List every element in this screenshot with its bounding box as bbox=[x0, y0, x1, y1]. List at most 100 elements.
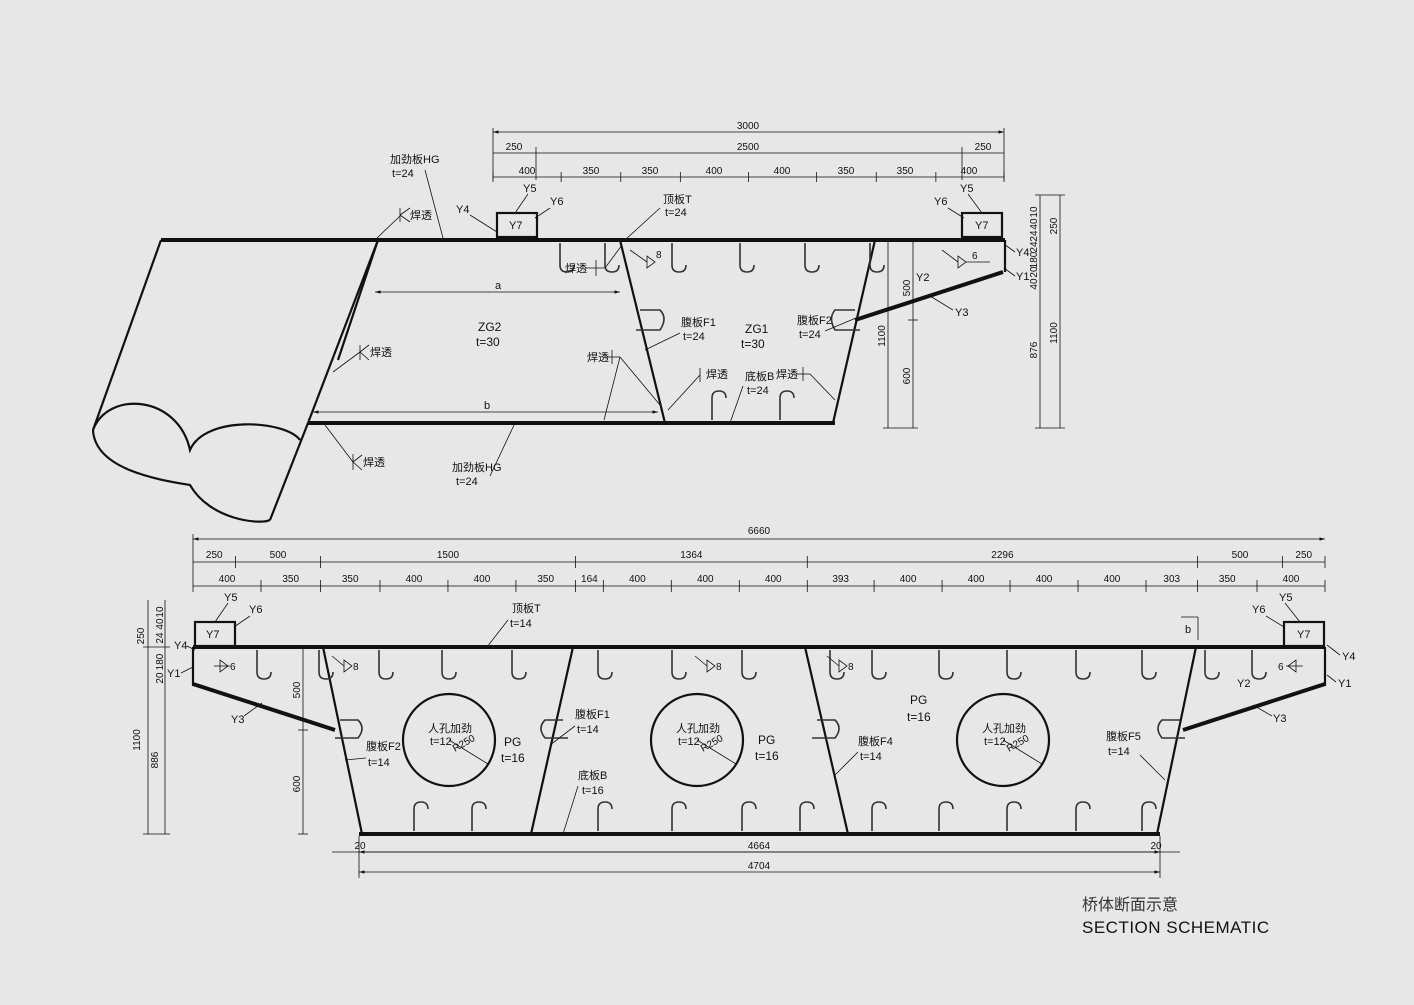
vdim-1100: 1100 bbox=[877, 325, 888, 347]
b-label-manhole-1: 人孔加劲 bbox=[428, 722, 472, 735]
b-label-pg-1: PG bbox=[504, 735, 521, 749]
rail-box-y7-left bbox=[495, 211, 539, 239]
b-dim-row2-4: 2296 bbox=[991, 550, 1014, 561]
b-dim-row3-7: 400 bbox=[629, 574, 646, 585]
deck-u-stiffener bbox=[1075, 650, 1091, 680]
vdim-40: 40 bbox=[1029, 218, 1040, 230]
b-dim-row3-2: 350 bbox=[342, 574, 359, 585]
b-label-manhole-3-t: t=12 bbox=[984, 736, 1006, 748]
b-label-web5: 腹板F5 bbox=[1106, 729, 1141, 743]
deck-u-stiffener bbox=[441, 650, 457, 680]
b-label-web2-t: t=14 bbox=[368, 757, 390, 769]
b-vdim-20: 20 bbox=[155, 672, 166, 684]
vdim-1100-r: 1100 bbox=[1049, 322, 1060, 344]
top-deck-stiffener bbox=[869, 243, 885, 273]
vdim-876: 876 bbox=[1029, 341, 1040, 358]
label-zg2: ZG2 bbox=[478, 320, 502, 334]
b-label-web1-t: t=14 bbox=[577, 724, 599, 736]
b-label-web5-t: t=14 bbox=[1108, 746, 1130, 758]
bottom-u-stiffener bbox=[938, 801, 954, 831]
web-stiffener bbox=[1157, 719, 1185, 739]
b-dim-row2-0: 250 bbox=[206, 550, 223, 561]
web-stiffener bbox=[335, 719, 363, 739]
bottom-vertical-dims: 250 10 40 24 180 20 1100 886 500 600 bbox=[132, 600, 308, 835]
label-hg-top-t: t=24 bbox=[392, 168, 414, 180]
deck-u-stiffener bbox=[378, 650, 394, 680]
label-web2: 腹板F2 bbox=[797, 313, 832, 327]
label-top-plate: 顶板T bbox=[663, 192, 692, 206]
b-label-y1-left: Y1 bbox=[167, 668, 180, 680]
b-label-y1-right: Y1 bbox=[1338, 678, 1351, 690]
b-vdim-40: 40 bbox=[155, 618, 166, 630]
b-label-b-mark: b bbox=[1185, 624, 1191, 636]
top-dimensions: 3000 250 2500 250 400 350 350 400 400 35… bbox=[492, 121, 1005, 182]
b-fillet-weld-3: 8 bbox=[694, 655, 722, 673]
weld-label-1: 焊透 bbox=[410, 208, 432, 222]
b-label-web1: 腹板F1 bbox=[575, 707, 610, 721]
b-label-y6-right: Y6 bbox=[1252, 604, 1265, 616]
label-y6-left: Y6 bbox=[550, 196, 563, 208]
weld-symbol-2: 焊透 bbox=[332, 344, 392, 373]
b-label-manhole-2-t: t=12 bbox=[678, 736, 700, 748]
dim-row3-2: 350 bbox=[642, 166, 659, 177]
b-label-bottom: 底板B bbox=[578, 768, 607, 782]
weld-symbol-7: 焊透 bbox=[776, 367, 836, 401]
bottom-plate-stiffener bbox=[779, 390, 795, 420]
b-label-radius-2: R250 bbox=[699, 733, 726, 755]
top-deck-stiffener bbox=[559, 243, 575, 273]
b-dim-row3-17: 400 bbox=[1283, 574, 1300, 585]
b-dim-row2-6: 250 bbox=[1295, 550, 1312, 561]
weld-label-4: 焊透 bbox=[565, 261, 587, 275]
top-deck-stiffener bbox=[604, 243, 620, 273]
b-dim-row3-3: 400 bbox=[406, 574, 423, 585]
b-dim-row3-6: 164 bbox=[581, 574, 598, 585]
bottom-u-stiffener bbox=[413, 801, 429, 831]
label-zg1: ZG1 bbox=[745, 322, 769, 336]
fillet-weld-8: 8 bbox=[629, 249, 662, 269]
b-hdim-20-left: 20 bbox=[354, 841, 366, 852]
b-vdim-10: 10 bbox=[155, 606, 166, 618]
weld-symbol-3: 焊透 bbox=[324, 424, 385, 471]
b-label-y2: Y2 bbox=[1237, 678, 1250, 690]
bottom-u-stiffener bbox=[471, 801, 487, 831]
weld-size-6: 6 bbox=[972, 251, 978, 262]
b-label-pg-3-t: t=16 bbox=[907, 710, 931, 724]
bottom-u-stiffener bbox=[871, 801, 887, 831]
b-fillet-weld-2: 8 bbox=[331, 655, 359, 673]
b-label-pg-2: PG bbox=[758, 733, 775, 747]
b-label-web4-t: t=14 bbox=[860, 751, 882, 763]
b-dim-row3-16: 350 bbox=[1219, 574, 1236, 585]
b-fillet-weld-5: 6 bbox=[1278, 659, 1303, 673]
b-dim-row3-14: 400 bbox=[1104, 574, 1121, 585]
dim-row3-0: 400 bbox=[519, 166, 536, 177]
label-y3: Y3 bbox=[955, 307, 968, 319]
top-labels: 加劲板HG t=24 顶板T t=24 ZG2 t=30 ZG1 t=30 腹板… bbox=[324, 152, 1029, 488]
vdim-250: 250 bbox=[1049, 217, 1060, 234]
b-label-pg-3: PG bbox=[910, 693, 927, 707]
label-y7-right: Y7 bbox=[975, 220, 988, 232]
label-y2: Y2 bbox=[916, 272, 929, 284]
label-top-plate-t: t=24 bbox=[665, 207, 687, 219]
label-y4-right: Y4 bbox=[1016, 247, 1029, 259]
dim-row3-1: 350 bbox=[583, 166, 600, 177]
weld-symbol-5: 焊透 bbox=[587, 350, 661, 421]
vdim-500: 500 bbox=[902, 279, 913, 296]
deck-u-stiffener bbox=[1006, 650, 1022, 680]
b-label-y4-left: Y4 bbox=[174, 640, 187, 652]
caption-en: SECTION SCHEMATIC bbox=[1082, 918, 1270, 937]
deck-u-stiffener bbox=[597, 650, 613, 680]
deck-u-stiffener bbox=[1251, 650, 1267, 680]
b-label-web4: 腹板F4 bbox=[858, 734, 893, 748]
b-fillet-weld-1: 6 bbox=[214, 659, 236, 673]
deck-u-stiffener bbox=[256, 650, 272, 680]
b-dim-row3-4: 400 bbox=[474, 574, 491, 585]
dim-row2-2: 250 bbox=[975, 142, 992, 153]
deck-u-stiffener bbox=[938, 650, 954, 680]
bottom-u-stiffener bbox=[741, 801, 757, 831]
vdim-180: 180 bbox=[1029, 251, 1040, 268]
b-label-y5-left: Y5 bbox=[224, 592, 237, 604]
label-b: b bbox=[484, 400, 490, 412]
weld-label-2: 焊透 bbox=[370, 345, 392, 359]
bottom-u-stiffener bbox=[1075, 801, 1091, 831]
